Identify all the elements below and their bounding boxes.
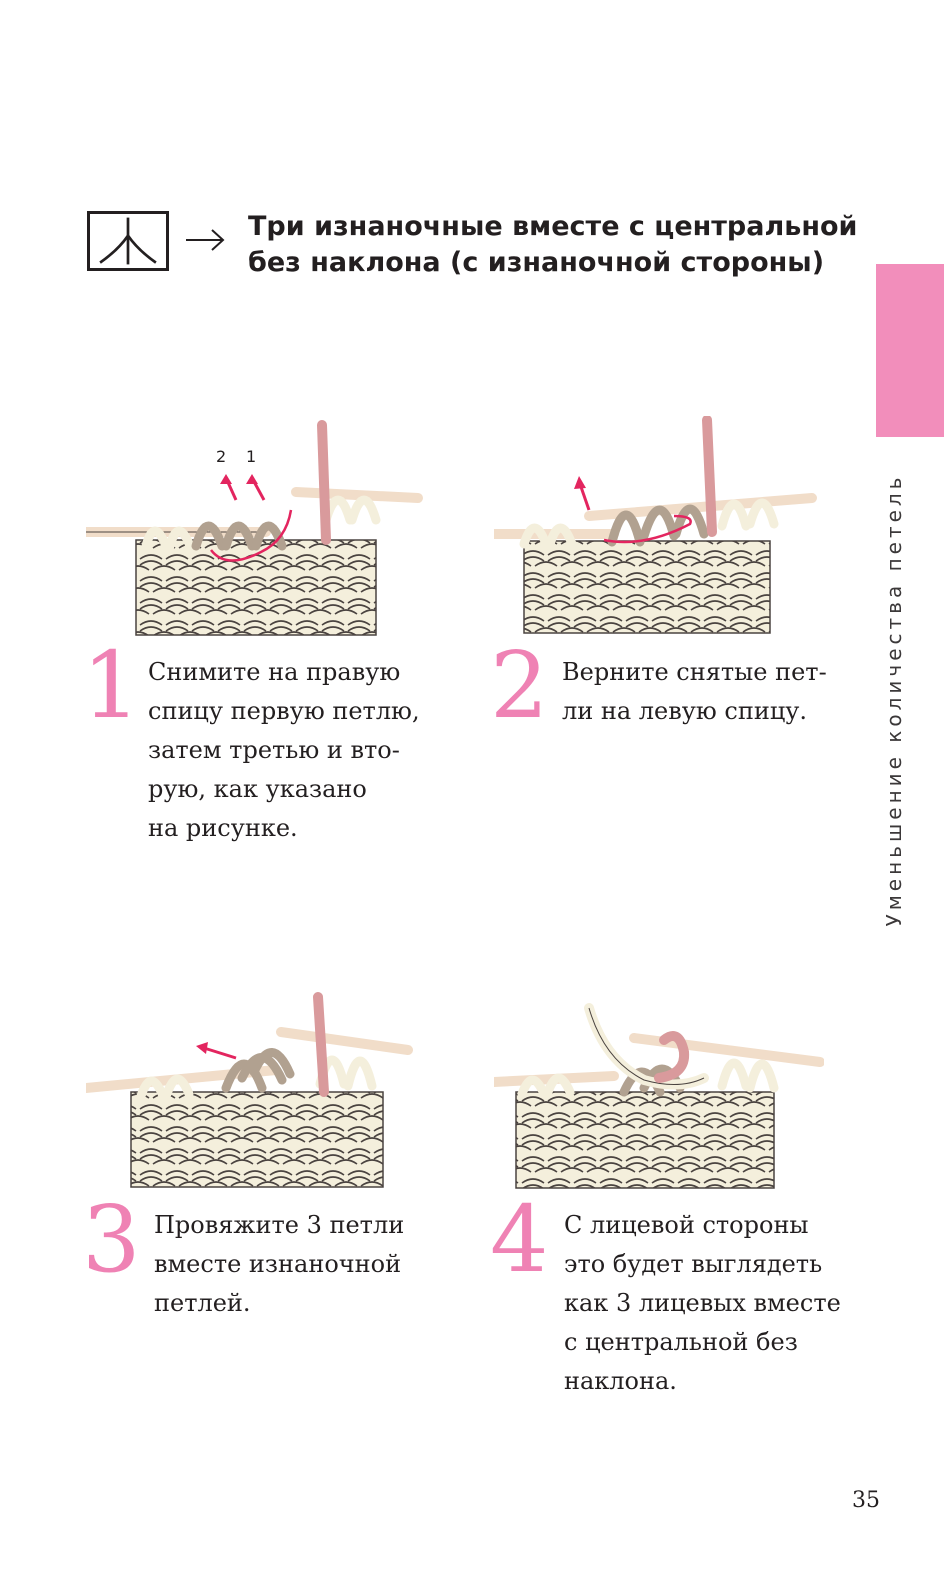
working-yarn (702, 416, 717, 537)
step-text: Провяжите 3 петли вместе изнаночной петл… (154, 1206, 404, 1323)
step-text: С лицевой стороны это будет выглядеть ка… (564, 1206, 841, 1401)
illustration-step-1: 2 1 (86, 420, 423, 636)
section-tab (876, 264, 944, 437)
text-line: рую, как указано (148, 775, 367, 803)
step-text: Верните снятые пет- ли на левую спицу. (562, 653, 827, 731)
working-yarn (317, 420, 331, 545)
text-line: на рисунке. (148, 814, 298, 842)
step-number: 1 (82, 632, 141, 739)
step-number: 4 (490, 1186, 549, 1293)
illustration-step-3 (86, 992, 413, 1188)
text-line: петлей. (154, 1289, 251, 1317)
text-line: Верните снятые пет- (562, 658, 827, 686)
arrow-icon (203, 1046, 237, 1060)
illustration-step-4 (494, 1003, 824, 1189)
text-line: как 3 лицевых вместе (564, 1289, 841, 1317)
text-line: это будет выглядеть (564, 1250, 823, 1278)
text-line: затем третью и вто- (148, 736, 400, 764)
title-line: Три изнаночные вместе с центральной (248, 211, 858, 242)
text-line: спицу первую петлю, (148, 697, 420, 725)
title-line: без наклона (с изнаночной стороны) (248, 247, 825, 278)
working-yarn (313, 992, 329, 1097)
step-number: 3 (82, 1186, 141, 1293)
arrow-right-icon (186, 229, 225, 251)
arrow-label-2: 2 (216, 447, 226, 466)
illustration-step-2 (494, 416, 817, 634)
knit-fabric (135, 539, 377, 636)
text-line: наклона. (564, 1367, 677, 1395)
chart-symbol-drawing (99, 217, 157, 265)
arrow-label-1: 1 (246, 447, 256, 466)
right-needle (276, 1027, 413, 1055)
chart-symbol-icon (87, 211, 169, 271)
text-line: Провяжите 3 петли (154, 1211, 405, 1239)
knit-fabric (523, 540, 771, 634)
page-number: 35 (852, 1488, 880, 1513)
right-needle (291, 487, 423, 503)
step-number: 2 (490, 632, 549, 739)
text-line: Снимите на правую (148, 658, 401, 686)
knit-fabric (515, 1091, 775, 1189)
text-line: с центральной без (564, 1328, 798, 1356)
section-label: Уменьшение количества петель (882, 473, 906, 927)
page-title: Три изнаночные вместе с центральной без … (248, 209, 858, 281)
text-line: С лицевой стороны (564, 1211, 809, 1239)
step-text: Снимите на правую спицу первую петлю, за… (148, 653, 420, 848)
knit-fabric (130, 1091, 384, 1188)
text-line: ли на левую спицу. (562, 697, 808, 725)
text-line: вместе изнаночной (154, 1250, 402, 1278)
